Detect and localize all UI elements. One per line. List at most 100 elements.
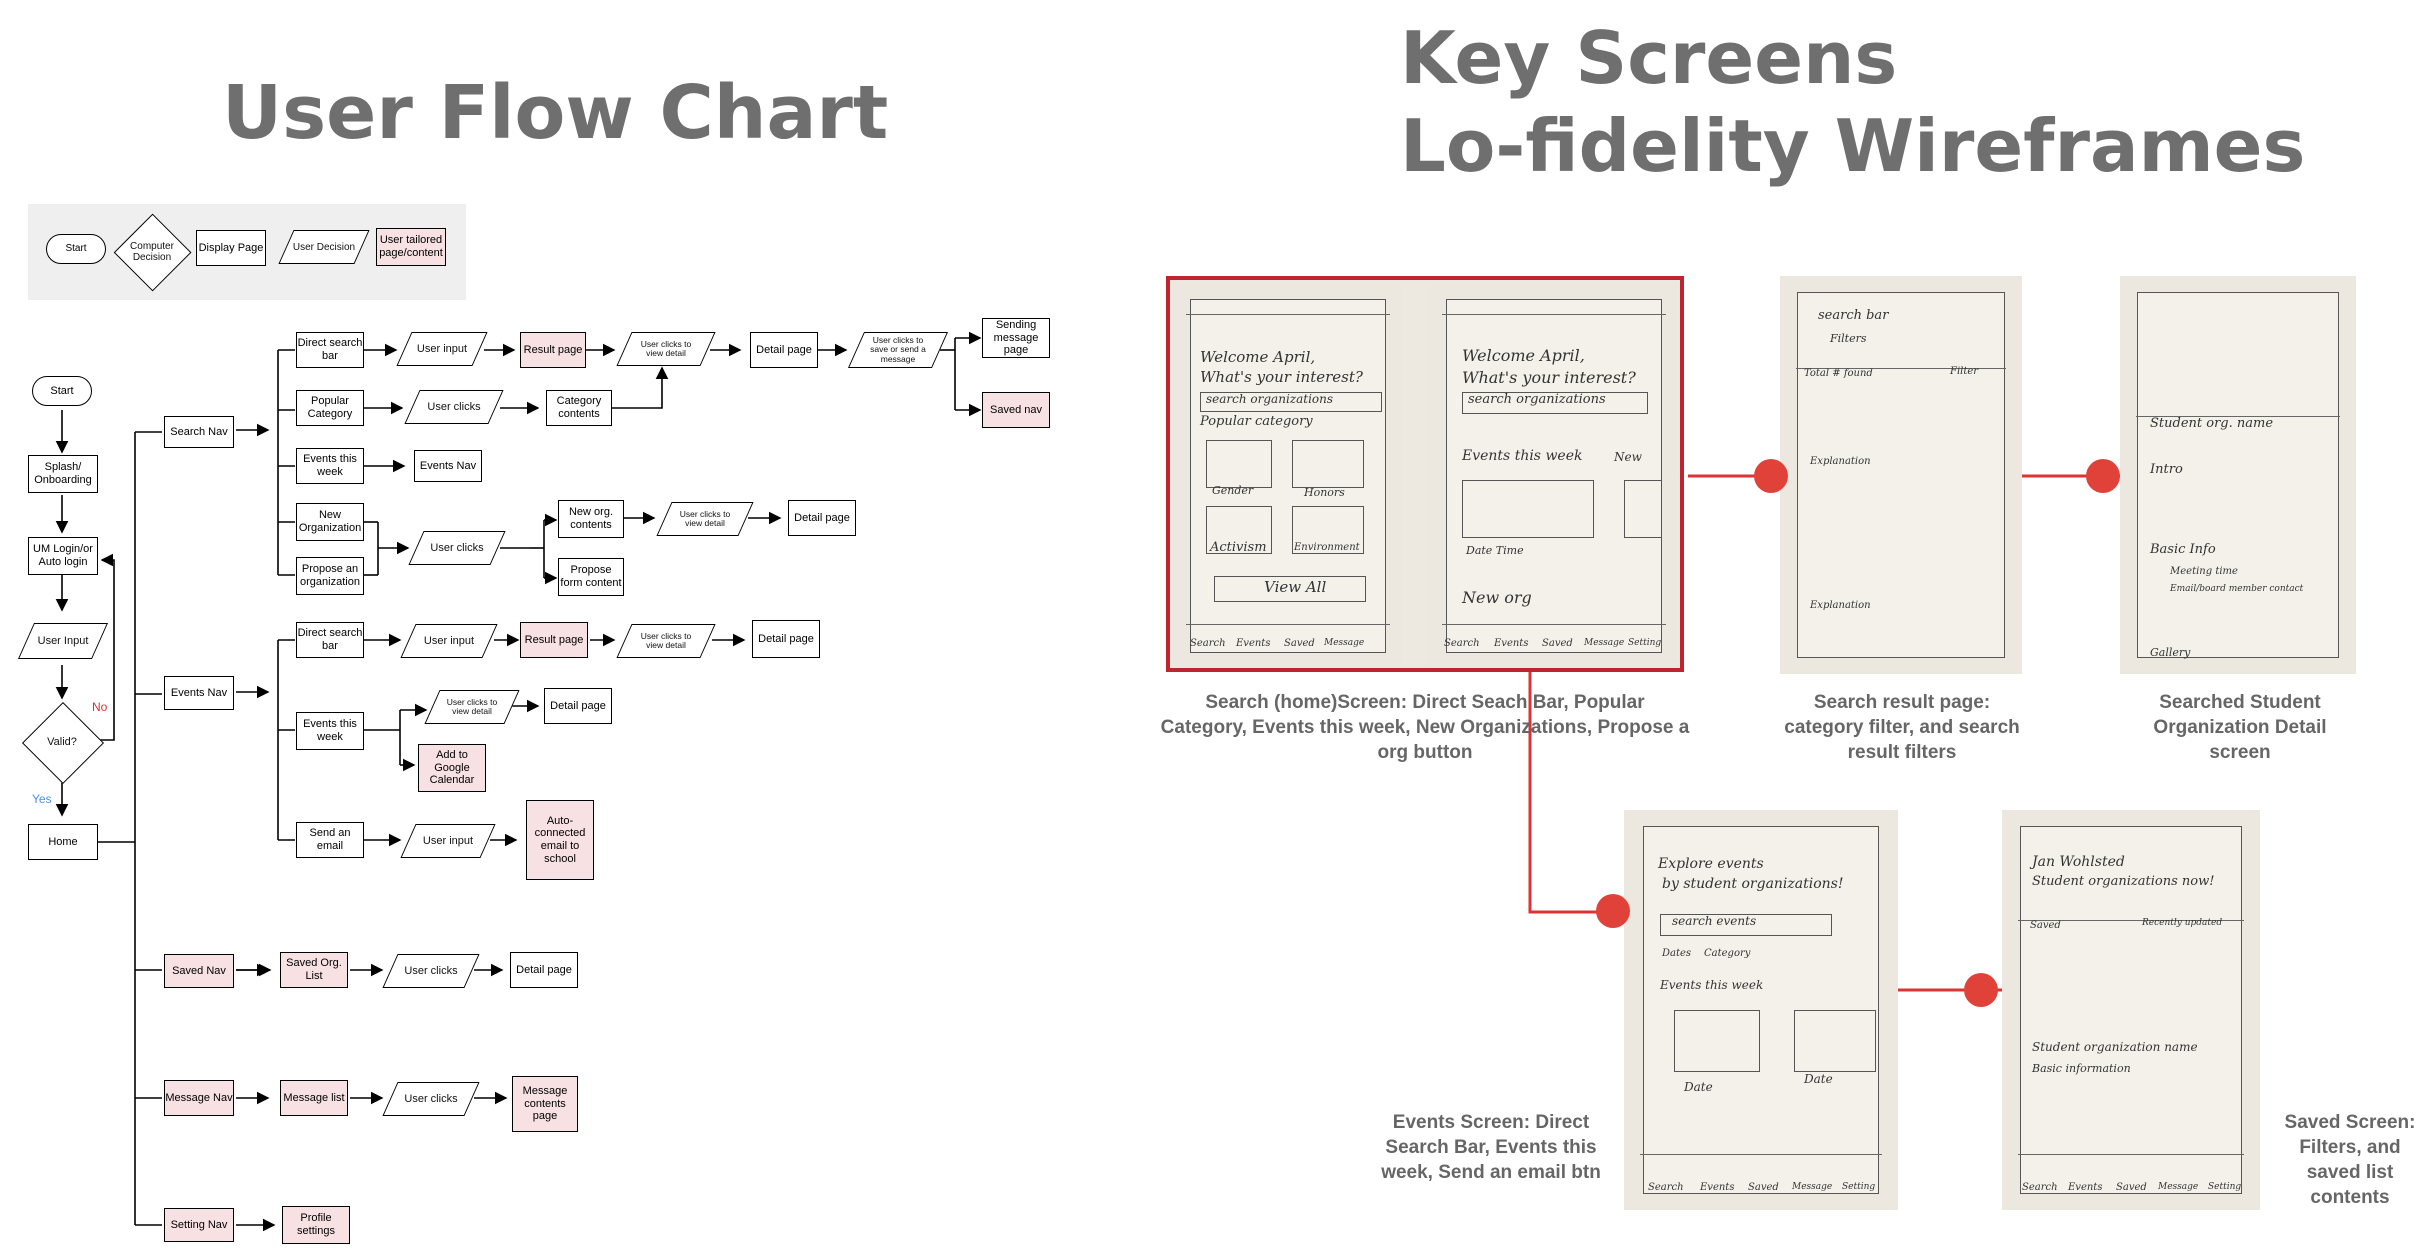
home1-tab-saved: Saved <box>1284 638 1315 649</box>
home1-greeting-2: What's your interest? <box>1200 368 1363 386</box>
flow-splash: Splash/ Onboarding <box>28 455 98 493</box>
flow-saved-user-clicks: User clicks <box>382 954 480 988</box>
flow-message-nav: Message Nav <box>164 1080 234 1116</box>
saved-greeting-1: Jan Wohlsted <box>2032 854 2125 870</box>
flow-message-list: Message list <box>280 1080 348 1116</box>
flow-events-detail2: Detail page <box>544 688 612 724</box>
home2-tab-search: Search <box>1444 638 1480 649</box>
flow-search-user-clicks2: User clicks <box>408 531 506 565</box>
home1-viewall: View All <box>1264 578 1327 596</box>
flow-saved-list: Saved Org. List <box>280 952 348 988</box>
home2-search-box <box>1462 392 1648 414</box>
home2-tab-message: Message <box>1584 638 1625 648</box>
wireframe-saved: Jan Wohlsted Student organizations now! … <box>2002 810 2260 1210</box>
flow-search-detail2: Detail page <box>788 500 856 536</box>
flow-search-propose: Propose an organization <box>296 557 364 595</box>
home1-cat-box-4 <box>1292 506 1364 554</box>
home2-greeting-2: What's your interest? <box>1462 368 1636 387</box>
saved-basic-info: Basic information <box>2032 1062 2131 1075</box>
flow-search-sending: Sending message page <box>982 318 1050 358</box>
saved-tab-search: Search <box>2022 1182 2058 1193</box>
home1-cat-box-2 <box>1292 440 1364 488</box>
flow-home: Home <box>28 824 98 860</box>
flow-events-send: Send an email <box>296 822 364 858</box>
home2-date: Date Time <box>1466 544 1524 557</box>
detail-gallery: Gallery <box>2150 646 2191 659</box>
home2-neworg: New org <box>1462 588 1532 607</box>
flow-message-user-clicks: User clicks <box>382 1082 480 1116</box>
home1-greeting-1: Welcome April, <box>1200 348 1316 366</box>
connector-dot-4 <box>1964 973 1998 1007</box>
flow-events-clicks-detail2: User clicks to view detail <box>424 690 520 724</box>
home1-tab-search: Search <box>1190 638 1226 649</box>
flow-events-clicks-detail: User clicks to view detail <box>616 624 716 658</box>
flow-search-new-org-contents: New org. contents <box>558 500 624 538</box>
flow-login: UM Login/or Auto login <box>28 537 98 575</box>
events-tab-events: Events <box>1700 1182 1735 1193</box>
legend-display-page: Display Page <box>196 230 266 266</box>
legend-user-decision: User Decision <box>278 230 370 264</box>
saved-filter: Saved <box>2030 920 2061 931</box>
home1-cat-box-1 <box>1206 440 1272 488</box>
events-box-1 <box>1674 1010 1760 1072</box>
flow-search-propose-form: Propose form content <box>558 558 624 596</box>
flow-profile-settings: Profile settings <box>282 1206 350 1244</box>
home1-popular: Popular category <box>1200 414 1313 429</box>
flow-setting-nav: Setting Nav <box>164 1208 234 1242</box>
events-date-1: Date <box>1684 1080 1713 1094</box>
legend-user-tailored: User tailored page/content <box>376 228 446 266</box>
events-search-box <box>1660 914 1832 936</box>
home1-tab-events: Events <box>1236 638 1271 649</box>
result-expl-1: Explanation <box>1810 456 1871 467</box>
events-filter-category: Category <box>1704 948 1751 959</box>
flow-search-result: Result page <box>520 332 586 368</box>
flow-search-clicks-detail: User clicks to view detail <box>616 332 716 366</box>
flow-search-detail: Detail page <box>750 332 818 368</box>
flow-chart-title: User Flow Chart <box>222 70 889 156</box>
flow-events-week: Events this week <box>296 712 364 750</box>
flow-user-input: User Input <box>17 623 109 659</box>
saved-tab-message: Message <box>2158 1182 2199 1192</box>
detail-meeting: Meeting time <box>2170 566 2238 577</box>
flow-events-calendar: Add to Google Calendar <box>418 744 486 792</box>
connector-dot-3 <box>1596 894 1630 928</box>
detail-name: Student org. name <box>2150 416 2274 431</box>
flow-events-detail: Detail page <box>752 620 820 658</box>
events-tab-saved: Saved <box>1748 1182 1779 1193</box>
flow-search-nav: Search Nav <box>164 416 234 448</box>
result-expl-2: Explanation <box>1810 600 1871 611</box>
flow-search-user-clicks: User clicks <box>404 390 504 424</box>
saved-tab-saved: Saved <box>2116 1182 2147 1193</box>
events-search-text: search events <box>1672 914 1757 928</box>
events-filter-dates: Dates <box>1662 948 1692 959</box>
flow-search-events-week: Events this week <box>296 448 364 484</box>
flow-search-clicks-detail2: User clicks to view detail <box>656 502 754 536</box>
flow-search-category: Category contents <box>546 390 612 426</box>
connector-dot-2 <box>2086 459 2120 493</box>
flow-events-auto-email: Auto-connected email to school <box>526 800 594 880</box>
screens-title-line2: Lo-fidelity Wireframes <box>1400 104 2306 188</box>
result-search-bar: search bar <box>1818 308 1889 323</box>
flow-search-clicks-save: User clicks to save or send a message <box>847 332 949 368</box>
flow-message-contents: Message contents page <box>512 1076 578 1132</box>
home1-search-box <box>1200 392 1382 412</box>
flow-search-popular: Popular Category <box>296 390 364 426</box>
result-total: Total # found <box>1804 368 1873 379</box>
wireframe-home-2: Welcome April, What's your interest? sea… <box>1428 284 1680 668</box>
flow-search-new-org: New Organization <box>296 503 364 541</box>
screens-title-line1: Key Screens <box>1400 16 1898 100</box>
flow-events-nav: Events Nav <box>164 676 234 710</box>
events-tab-message: Message <box>1792 1182 1833 1192</box>
flow-no-label: No <box>92 700 108 714</box>
legend-start: Start <box>46 234 106 264</box>
flow-search-events-nav: Events Nav <box>414 450 482 482</box>
events-greeting-2: by student organizations! <box>1662 876 1844 892</box>
home2-new: New <box>1614 450 1642 464</box>
home1-cat-2: Honors <box>1304 486 1345 499</box>
flow-search-direct: Direct search bar <box>296 332 364 368</box>
home1-viewall-box <box>1214 576 1366 602</box>
flow-saved-detail: Detail page <box>510 952 578 988</box>
home2-greeting-1: Welcome April, <box>1462 346 1585 365</box>
home2-tab-saved: Saved <box>1542 638 1573 649</box>
flow-events-result: Result page <box>520 622 588 658</box>
